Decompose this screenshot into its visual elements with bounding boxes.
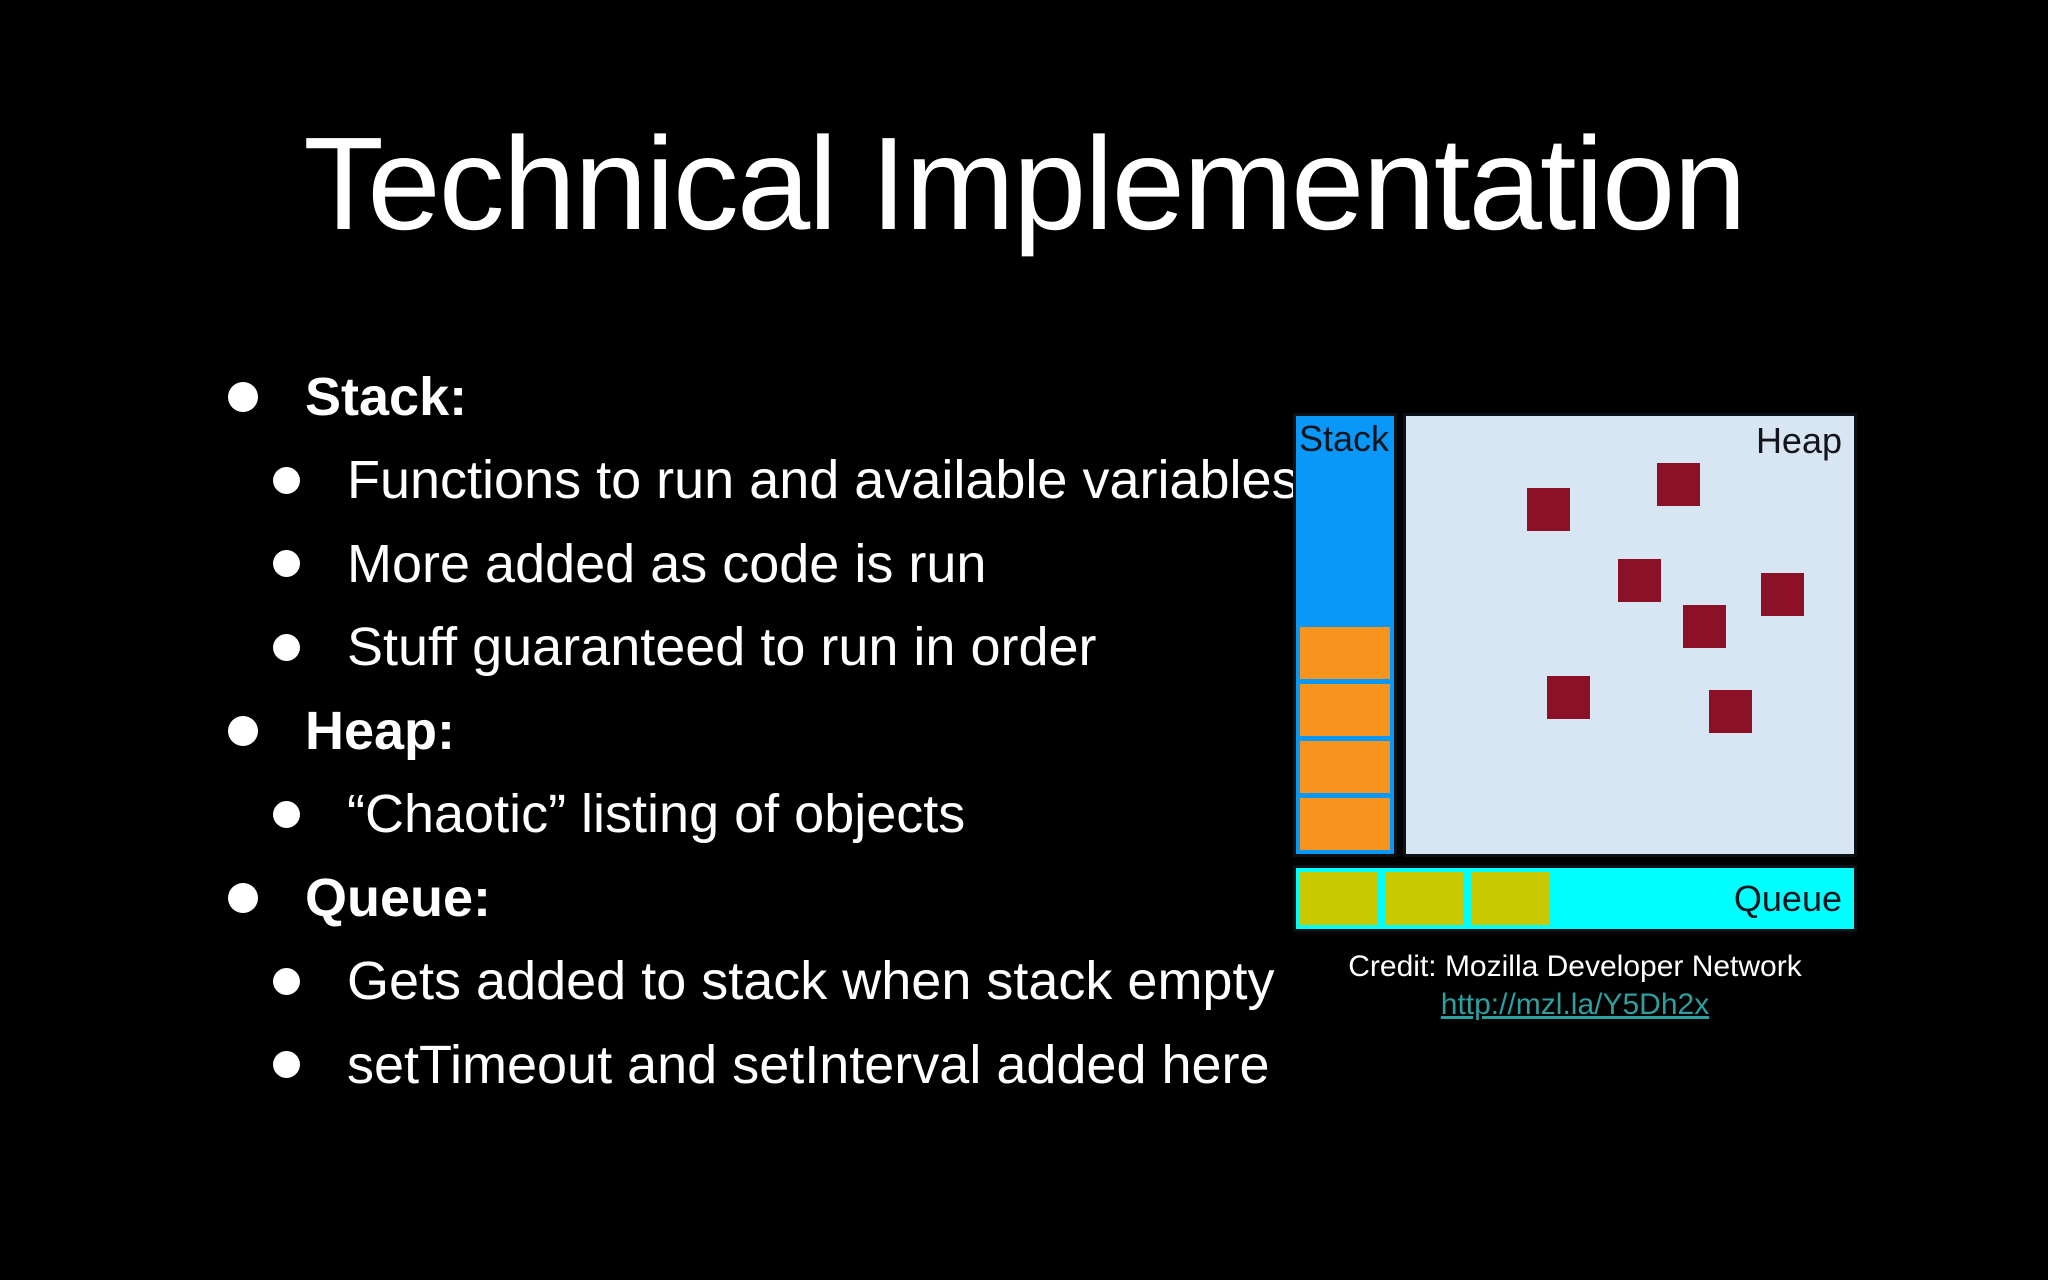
bullet-item: Stack:: [0, 355, 1340, 439]
stack-frame: [1300, 684, 1390, 736]
sub-bullet-item: “Chaotic” listing of objects: [0, 773, 1340, 857]
bullet-text: “Chaotic” listing of objects: [347, 784, 966, 845]
bullet-text: More added as code is run: [347, 533, 987, 594]
bullet-dot: [228, 882, 258, 913]
bullet-text: Heap:: [305, 700, 456, 761]
sub-bullet-item: setTimeout and setInterval added here: [0, 1023, 1340, 1107]
bullet-text: Queue:: [305, 867, 492, 928]
credit-block: Credit: Mozilla Developer Network http:/…: [1293, 948, 1857, 1024]
stack-frame: [1300, 741, 1390, 793]
credit-text: Credit: Mozilla Developer Network: [1348, 950, 1802, 983]
stack-column: Stack: [1293, 413, 1397, 857]
bullet-dot: [273, 800, 300, 828]
heap-object: [1761, 573, 1804, 616]
bullet-list: Stack: Functions to run and available var…: [0, 355, 1340, 1107]
stack-frames: [1300, 627, 1390, 850]
heap-object: [1547, 676, 1590, 719]
bullet-item: Heap:: [0, 689, 1340, 773]
sub-bullet-item: More added as code is run: [0, 522, 1340, 606]
heap-object: [1683, 605, 1726, 648]
bullet-text: Gets added to stack when stack empty: [347, 951, 1275, 1012]
stack-label: Stack: [1299, 418, 1390, 459]
sub-bullet-item: Stuff guaranteed to run in order: [0, 606, 1340, 690]
bullet-dot: [273, 967, 300, 995]
heap-label: Heap: [1755, 420, 1842, 461]
stack-frame: [1300, 627, 1390, 679]
queue-item: [1300, 872, 1378, 925]
heap-object: [1657, 463, 1700, 506]
queue-item: [1472, 872, 1550, 925]
bullet-dot: [228, 715, 258, 746]
stack-frame: [1300, 798, 1390, 850]
bullet-dot: [273, 633, 300, 661]
bullet-text: Functions to run and available variables: [347, 450, 1299, 511]
bullet-dot: [273, 1051, 300, 1079]
queue-strip: Queue: [1293, 865, 1857, 932]
bullet-dot: [228, 381, 258, 412]
heap-area: Heap: [1403, 413, 1857, 857]
bullet-text: setTimeout and setInterval added here: [347, 1034, 1270, 1095]
heap-object: [1618, 559, 1661, 602]
credit-link[interactable]: http://mzl.la/Y5Dh2x: [1440, 988, 1710, 1021]
queue-item: [1386, 872, 1464, 925]
bullet-text: Stack:: [305, 366, 468, 427]
bullet-item: Queue:: [0, 856, 1340, 940]
heap-object: [1527, 488, 1570, 531]
bullet-dot: [273, 550, 300, 578]
slide-title: Technical Implementation: [303, 110, 1746, 257]
sub-bullet-item: Functions to run and available variables: [0, 439, 1340, 523]
bullet-text: Stuff guaranteed to run in order: [347, 617, 1097, 678]
queue-items: [1300, 872, 1558, 925]
memory-diagram: Stack Heap Queue: [1293, 413, 1857, 932]
sub-bullet-item: Gets added to stack when stack empty: [0, 940, 1340, 1024]
heap-object: [1709, 690, 1752, 733]
bullet-dot: [273, 466, 300, 494]
queue-label: Queue: [1733, 877, 1842, 919]
